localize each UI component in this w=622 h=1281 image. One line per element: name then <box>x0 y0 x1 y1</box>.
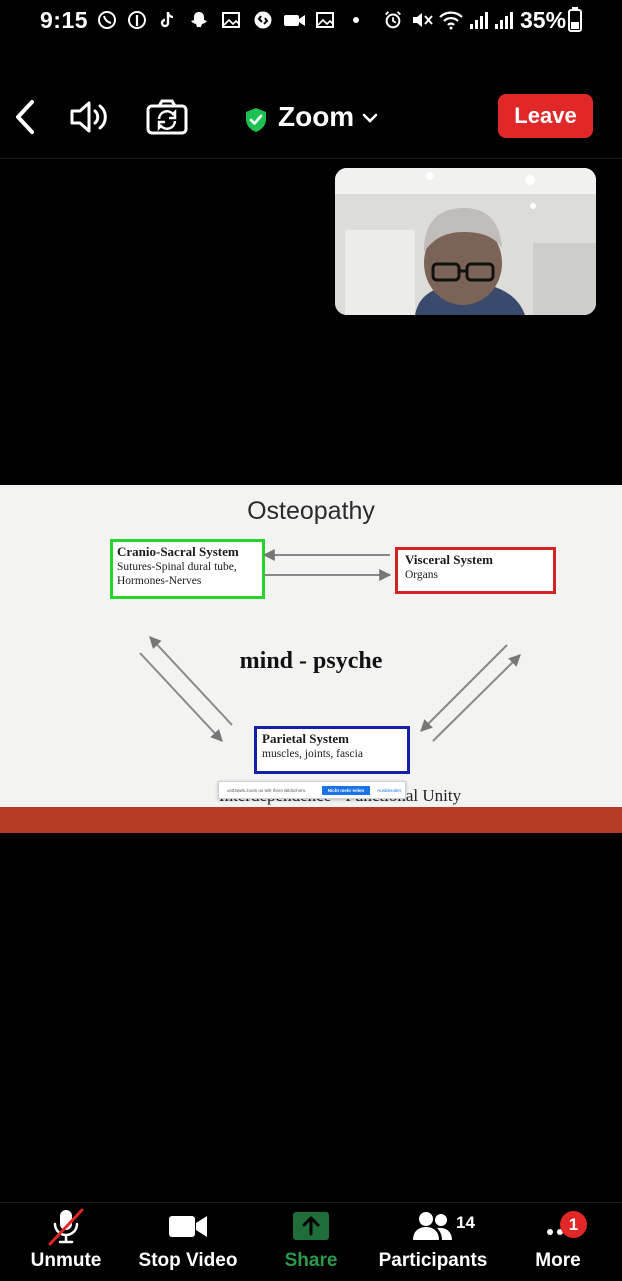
participants-count: 14 <box>456 1213 475 1232</box>
slide-title: Osteopathy <box>247 497 375 525</box>
hide-notice-button[interactable]: Ausblenden <box>377 787 401 793</box>
pinterest-icon <box>128 11 146 29</box>
tiktok-icon <box>160 12 174 28</box>
gallery-icon <box>222 12 240 28</box>
people-icon <box>413 1212 452 1240</box>
shared-screen[interactable]: Osteopathy Cranio-Sacral System Sutures-… <box>0 485 622 833</box>
video-record-icon <box>284 15 305 26</box>
snapchat-icon <box>191 12 207 27</box>
cranio-sacral-box: Cranio-Sacral System Sutures-Spinal dura… <box>110 539 265 599</box>
whatsapp-icon <box>98 11 116 29</box>
arrow-parietal-to-visceral <box>432 654 521 742</box>
battery-icon <box>568 7 582 32</box>
participants-label: Participants <box>378 1250 488 1271</box>
participant-video-image <box>335 168 596 315</box>
leave-button[interactable]: Leave <box>498 94 593 138</box>
unmute-button[interactable]: Unmute <box>22 1206 110 1276</box>
chevron-down-icon[interactable] <box>362 111 378 125</box>
gallery-icon-2 <box>316 12 334 28</box>
speaker-icon[interactable] <box>68 98 112 136</box>
share-arrow-icon <box>293 1212 329 1240</box>
camera-switch-icon[interactable] <box>145 97 189 137</box>
mic-muted-icon <box>48 1208 84 1246</box>
status-time: 9:15 <box>40 7 89 33</box>
mute-icon <box>413 13 433 27</box>
visceral-title: Visceral System <box>405 552 493 567</box>
visceral-line1: Organs <box>405 569 439 581</box>
video-camera-icon <box>169 1216 207 1237</box>
cranio-title: Cranio-Sacral System <box>117 544 239 559</box>
participant-video-thumbnail[interactable] <box>335 168 596 315</box>
wifi-icon <box>439 11 463 30</box>
battery-percent: 35% <box>520 7 567 33</box>
signal-icon-2 <box>495 12 513 29</box>
stop-video-button[interactable]: Stop Video <box>136 1206 240 1276</box>
slide-arrows <box>139 549 521 742</box>
meeting-bottom-bar <box>0 1202 622 1281</box>
cranio-line1: Sutures-Spinal dural tube, <box>117 561 237 573</box>
cranio-line2: Hormones-Nerves <box>117 575 202 587</box>
visceral-box: Visceral System Organs <box>395 547 556 594</box>
parietal-title: Parietal System <box>262 731 350 746</box>
slide-bottom-bar <box>0 807 622 833</box>
more-label: More <box>535 1250 581 1271</box>
shazam-icon <box>254 11 272 29</box>
parietal-line1: muscles, joints, fascia <box>262 748 363 760</box>
meeting-top-bar <box>0 80 622 159</box>
arrow-visceral-to-parietal <box>420 644 508 732</box>
screen-share-notice: us04web.zoom.us teilt Ihren Bildschirm. … <box>218 781 406 799</box>
participants-button[interactable]: Participants <box>376 1206 490 1276</box>
stop-video-label: Stop Video <box>138 1250 238 1271</box>
share-label: Share <box>284 1250 338 1271</box>
share-notice-text: us04web.zoom.us teilt Ihren Bildschirm. <box>227 787 307 793</box>
arrow-cranio-to-parietal <box>139 652 223 742</box>
mind-psyche-text: mind - psyche <box>239 648 383 674</box>
meeting-title[interactable]: Zoom <box>278 101 355 132</box>
stop-sharing-button[interactable]: Nicht mehr teilen <box>321 785 371 795</box>
chevron-left-icon[interactable] <box>10 98 40 136</box>
signal-icon <box>470 12 488 29</box>
more-notification-badge: 1 <box>560 1211 587 1238</box>
share-button[interactable]: Share <box>280 1206 342 1276</box>
shield-check-icon <box>246 108 266 132</box>
unmute-label: Unmute <box>30 1250 102 1271</box>
arrow-parietal-to-cranio <box>149 636 233 726</box>
notification-dot-icon <box>353 17 359 23</box>
alarm-icon <box>385 11 401 29</box>
parietal-box: Parietal System muscles, joints, fascia <box>254 726 410 774</box>
